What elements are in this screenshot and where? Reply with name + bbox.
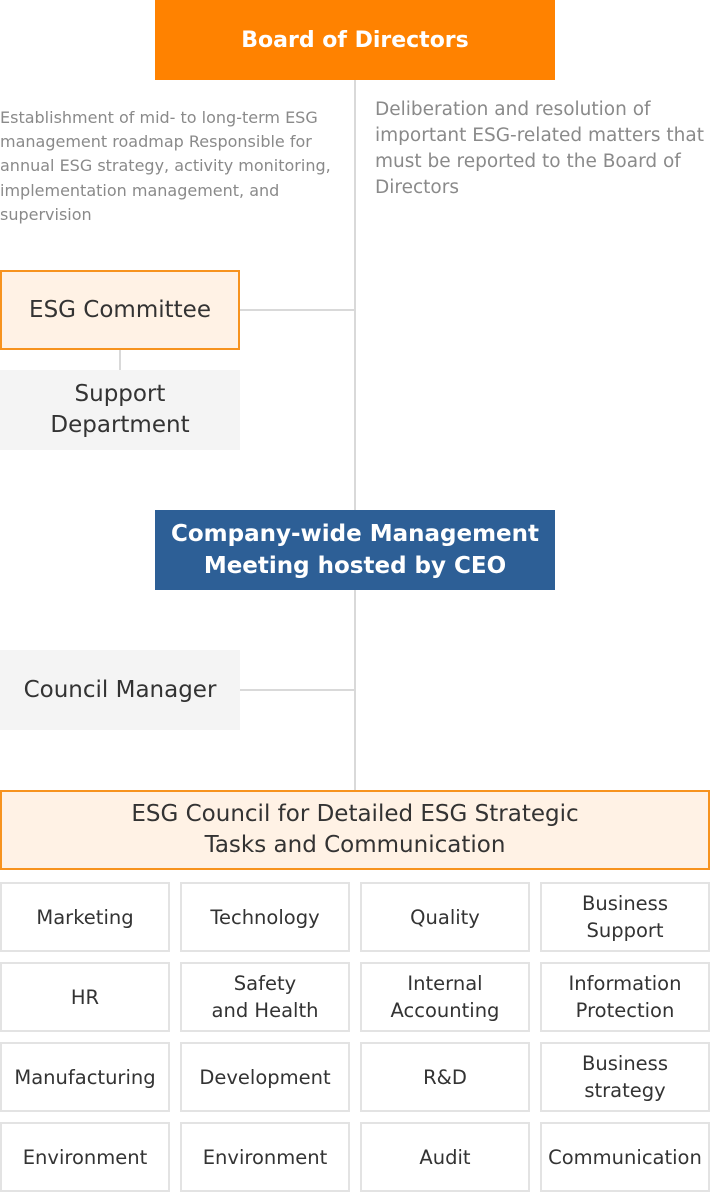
department-cell: Environment bbox=[0, 1122, 170, 1192]
committee-role-note: Establishment of mid- to long-term ESG m… bbox=[0, 108, 331, 224]
support-department-label: Support Department bbox=[50, 381, 190, 438]
esg-committee-box: ESG Committee bbox=[0, 270, 240, 350]
board-of-directors-box: Board of Directors bbox=[155, 0, 555, 80]
department-cell: Information Protection bbox=[540, 962, 710, 1032]
esg-council-box: ESG Council for Detailed ESG Strategic T… bbox=[0, 790, 710, 870]
department-cell: HR bbox=[0, 962, 170, 1032]
committee-connector bbox=[240, 309, 355, 311]
department-cell: Business strategy bbox=[540, 1042, 710, 1112]
board-role-note: Deliberation and resolution of important… bbox=[375, 99, 704, 198]
committee-support-connector bbox=[119, 350, 121, 370]
department-cell: Communication bbox=[540, 1122, 710, 1192]
department-cell: Quality bbox=[360, 882, 530, 952]
department-cell: Development bbox=[180, 1042, 350, 1112]
department-cell: Business Support bbox=[540, 882, 710, 952]
department-cell: Internal Accounting bbox=[360, 962, 530, 1032]
department-cell: R&D bbox=[360, 1042, 530, 1112]
council-manager-label: Council Manager bbox=[23, 677, 217, 703]
ceo-meeting-box: Company-wide Management Meeting hosted b… bbox=[155, 510, 555, 590]
department-cell: Audit bbox=[360, 1122, 530, 1192]
esg-committee-label: ESG Committee bbox=[29, 297, 211, 323]
support-department-box: Support Department bbox=[0, 370, 240, 450]
department-cell: Marketing bbox=[0, 882, 170, 952]
department-cell: Environment bbox=[180, 1122, 350, 1192]
department-cell: Manufacturing bbox=[0, 1042, 170, 1112]
main-vertical-connector bbox=[354, 80, 356, 790]
esg-council-label: ESG Council for Detailed ESG Strategic T… bbox=[131, 801, 579, 858]
department-cell: Safety and Health bbox=[180, 962, 350, 1032]
council-manager-connector bbox=[240, 689, 355, 691]
department-cell: Technology bbox=[180, 882, 350, 952]
department-grid: Marketing Technology Quality Business Su… bbox=[0, 882, 710, 1192]
board-of-directors-label: Board of Directors bbox=[241, 27, 469, 53]
council-manager-box: Council Manager bbox=[0, 650, 240, 730]
ceo-meeting-label: Company-wide Management Meeting hosted b… bbox=[170, 521, 540, 579]
